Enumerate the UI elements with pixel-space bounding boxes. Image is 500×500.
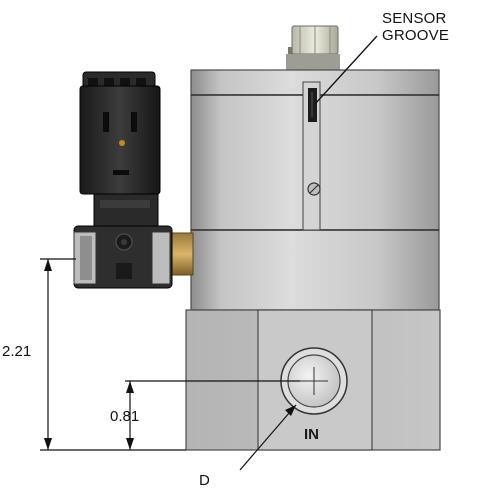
sensor-groove-leader xyxy=(314,35,378,105)
solenoid-valve xyxy=(73,71,173,289)
sensor-groove xyxy=(302,81,321,231)
overall-height-dimension: 2.21 xyxy=(2,343,32,360)
inlet-port-label: IN xyxy=(304,426,319,443)
top-fitting xyxy=(286,25,340,72)
sensor-groove-label-line1: SENSOR xyxy=(382,10,447,27)
dimension-lines xyxy=(40,258,300,471)
sensor-groove-label-line2: GROOVE xyxy=(382,27,450,44)
port-height-dimension: 0.81 xyxy=(110,408,140,425)
dimension-arrowheads xyxy=(44,259,296,450)
port-diameter-label: D xyxy=(199,472,210,489)
inlet-port xyxy=(280,347,348,415)
